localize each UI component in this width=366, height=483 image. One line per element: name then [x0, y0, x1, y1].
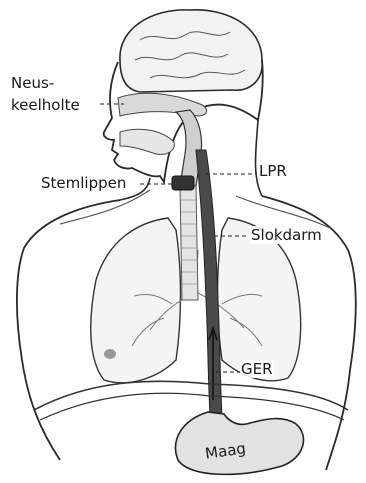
label-slokdarm: Slokdarm: [250, 226, 323, 244]
label-stemlippen: Stemlippen: [40, 174, 127, 192]
chest-mark: [104, 349, 116, 359]
pharynx: [176, 110, 202, 186]
label-lpr: LPR: [258, 162, 288, 180]
label-keelholte: keelholte: [10, 96, 81, 114]
tongue: [120, 129, 174, 154]
vocal-cords: [172, 176, 194, 190]
label-neus: Neus-: [10, 74, 55, 92]
label-ger: GER: [240, 360, 274, 378]
left-lung: [91, 218, 181, 383]
neck-right: [256, 120, 263, 196]
trachea: [180, 186, 198, 300]
nasal-cavity: [118, 93, 207, 116]
brain: [120, 10, 262, 92]
